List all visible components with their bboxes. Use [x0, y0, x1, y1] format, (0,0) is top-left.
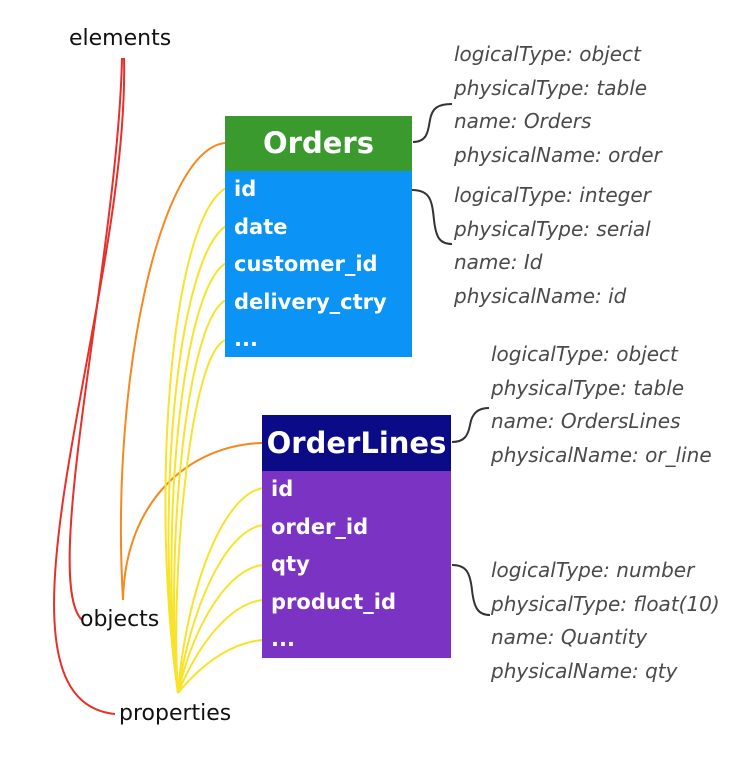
orderlines-entity: OrderLines id order_id qty product_id ..…: [262, 415, 451, 658]
objects-to-orderlines-line: [122, 442, 263, 601]
orderlines-prop-product-id: product_id: [271, 589, 397, 614]
objects-label: objects: [80, 607, 160, 632]
properties-to-orderlines-qty-line: [177, 564, 264, 694]
elements-to-objects-line: [68, 57, 123, 621]
properties-to-orders-date-line: [167, 225, 227, 694]
orders-prop-customer-id: customer_id: [234, 252, 378, 276]
orderlines-object-metadata: logicalType: object physicalType: table …: [491, 338, 712, 472]
properties-to-orderlines-product-line: [177, 599, 264, 694]
orders-body: id date customer_id delivery_ctry ...: [225, 171, 412, 357]
orderlines-object-brace: [451, 407, 490, 443]
meta-line: name: Orders: [454, 109, 592, 133]
meta-line: physicalName: or_line: [491, 442, 712, 467]
orderlines-prop-order-id: order_id: [271, 514, 369, 539]
orders-prop-delivery-ctry: delivery_ctry: [234, 289, 387, 314]
orders-entity: Orders id date customer_id delivery_ctry…: [225, 116, 412, 357]
orderlines-title: OrderLines: [266, 426, 447, 460]
meta-line: logicalType: object: [491, 342, 678, 366]
properties-to-orderlines-orderid-line: [177, 524, 264, 694]
orders-prop-id: id: [234, 177, 257, 201]
meta-line: name: Quantity: [491, 625, 648, 649]
meta-line: physicalType: table: [491, 375, 685, 400]
properties-to-orderlines-id-line: [177, 487, 264, 694]
orderlines-prop-more: ...: [271, 627, 295, 651]
properties-to-orders-delivery-line: [173, 299, 227, 694]
properties-to-orders-more-line: [175, 339, 227, 694]
orders-id-brace: [411, 189, 453, 245]
meta-line: logicalType: integer: [454, 183, 651, 207]
orderlines-qty-brace: [451, 564, 491, 616]
orderlines-prop-qty: qty: [271, 552, 310, 576]
elements-to-properties-line: [53, 57, 126, 715]
orderlines-prop-id: id: [271, 477, 294, 501]
meta-line: physicalType: serial: [454, 216, 651, 241]
meta-line: name: OrdersLines: [491, 409, 681, 433]
orders-title: Orders: [263, 126, 374, 160]
meta-line: logicalType: number: [491, 558, 695, 582]
meta-line: physicalName: order: [454, 142, 662, 167]
orders-object-brace: [412, 103, 453, 143]
properties-to-orders-id-line: [164, 187, 227, 694]
orders-object-metadata: logicalType: object physicalType: table …: [454, 38, 662, 172]
orders-id-metadata: logicalType: integer physicalType: seria…: [454, 179, 651, 313]
orderlines-qty-metadata: logicalType: number physicalType: float(…: [491, 554, 720, 688]
properties-to-orders-customer-line: [170, 262, 227, 694]
properties-label: properties: [119, 701, 232, 726]
properties-to-orderlines-more-line: [177, 639, 264, 694]
meta-line: physicalName: qty: [491, 658, 678, 683]
meta-line: physicalType: float(10): [491, 591, 720, 616]
orders-header: Orders: [225, 116, 412, 171]
objects-to-orders-line: [120, 142, 226, 601]
orderlines-body: id order_id qty product_id ...: [262, 471, 451, 658]
meta-line: logicalType: object: [454, 42, 641, 66]
orders-prop-date: date: [234, 214, 288, 239]
elements-label: elements: [69, 26, 172, 51]
orders-prop-more: ...: [234, 327, 258, 351]
meta-line: physicalName: id: [454, 283, 627, 308]
meta-line: physicalType: table: [454, 75, 648, 100]
orderlines-header: OrderLines: [262, 415, 451, 471]
meta-line: name: Id: [454, 250, 543, 274]
